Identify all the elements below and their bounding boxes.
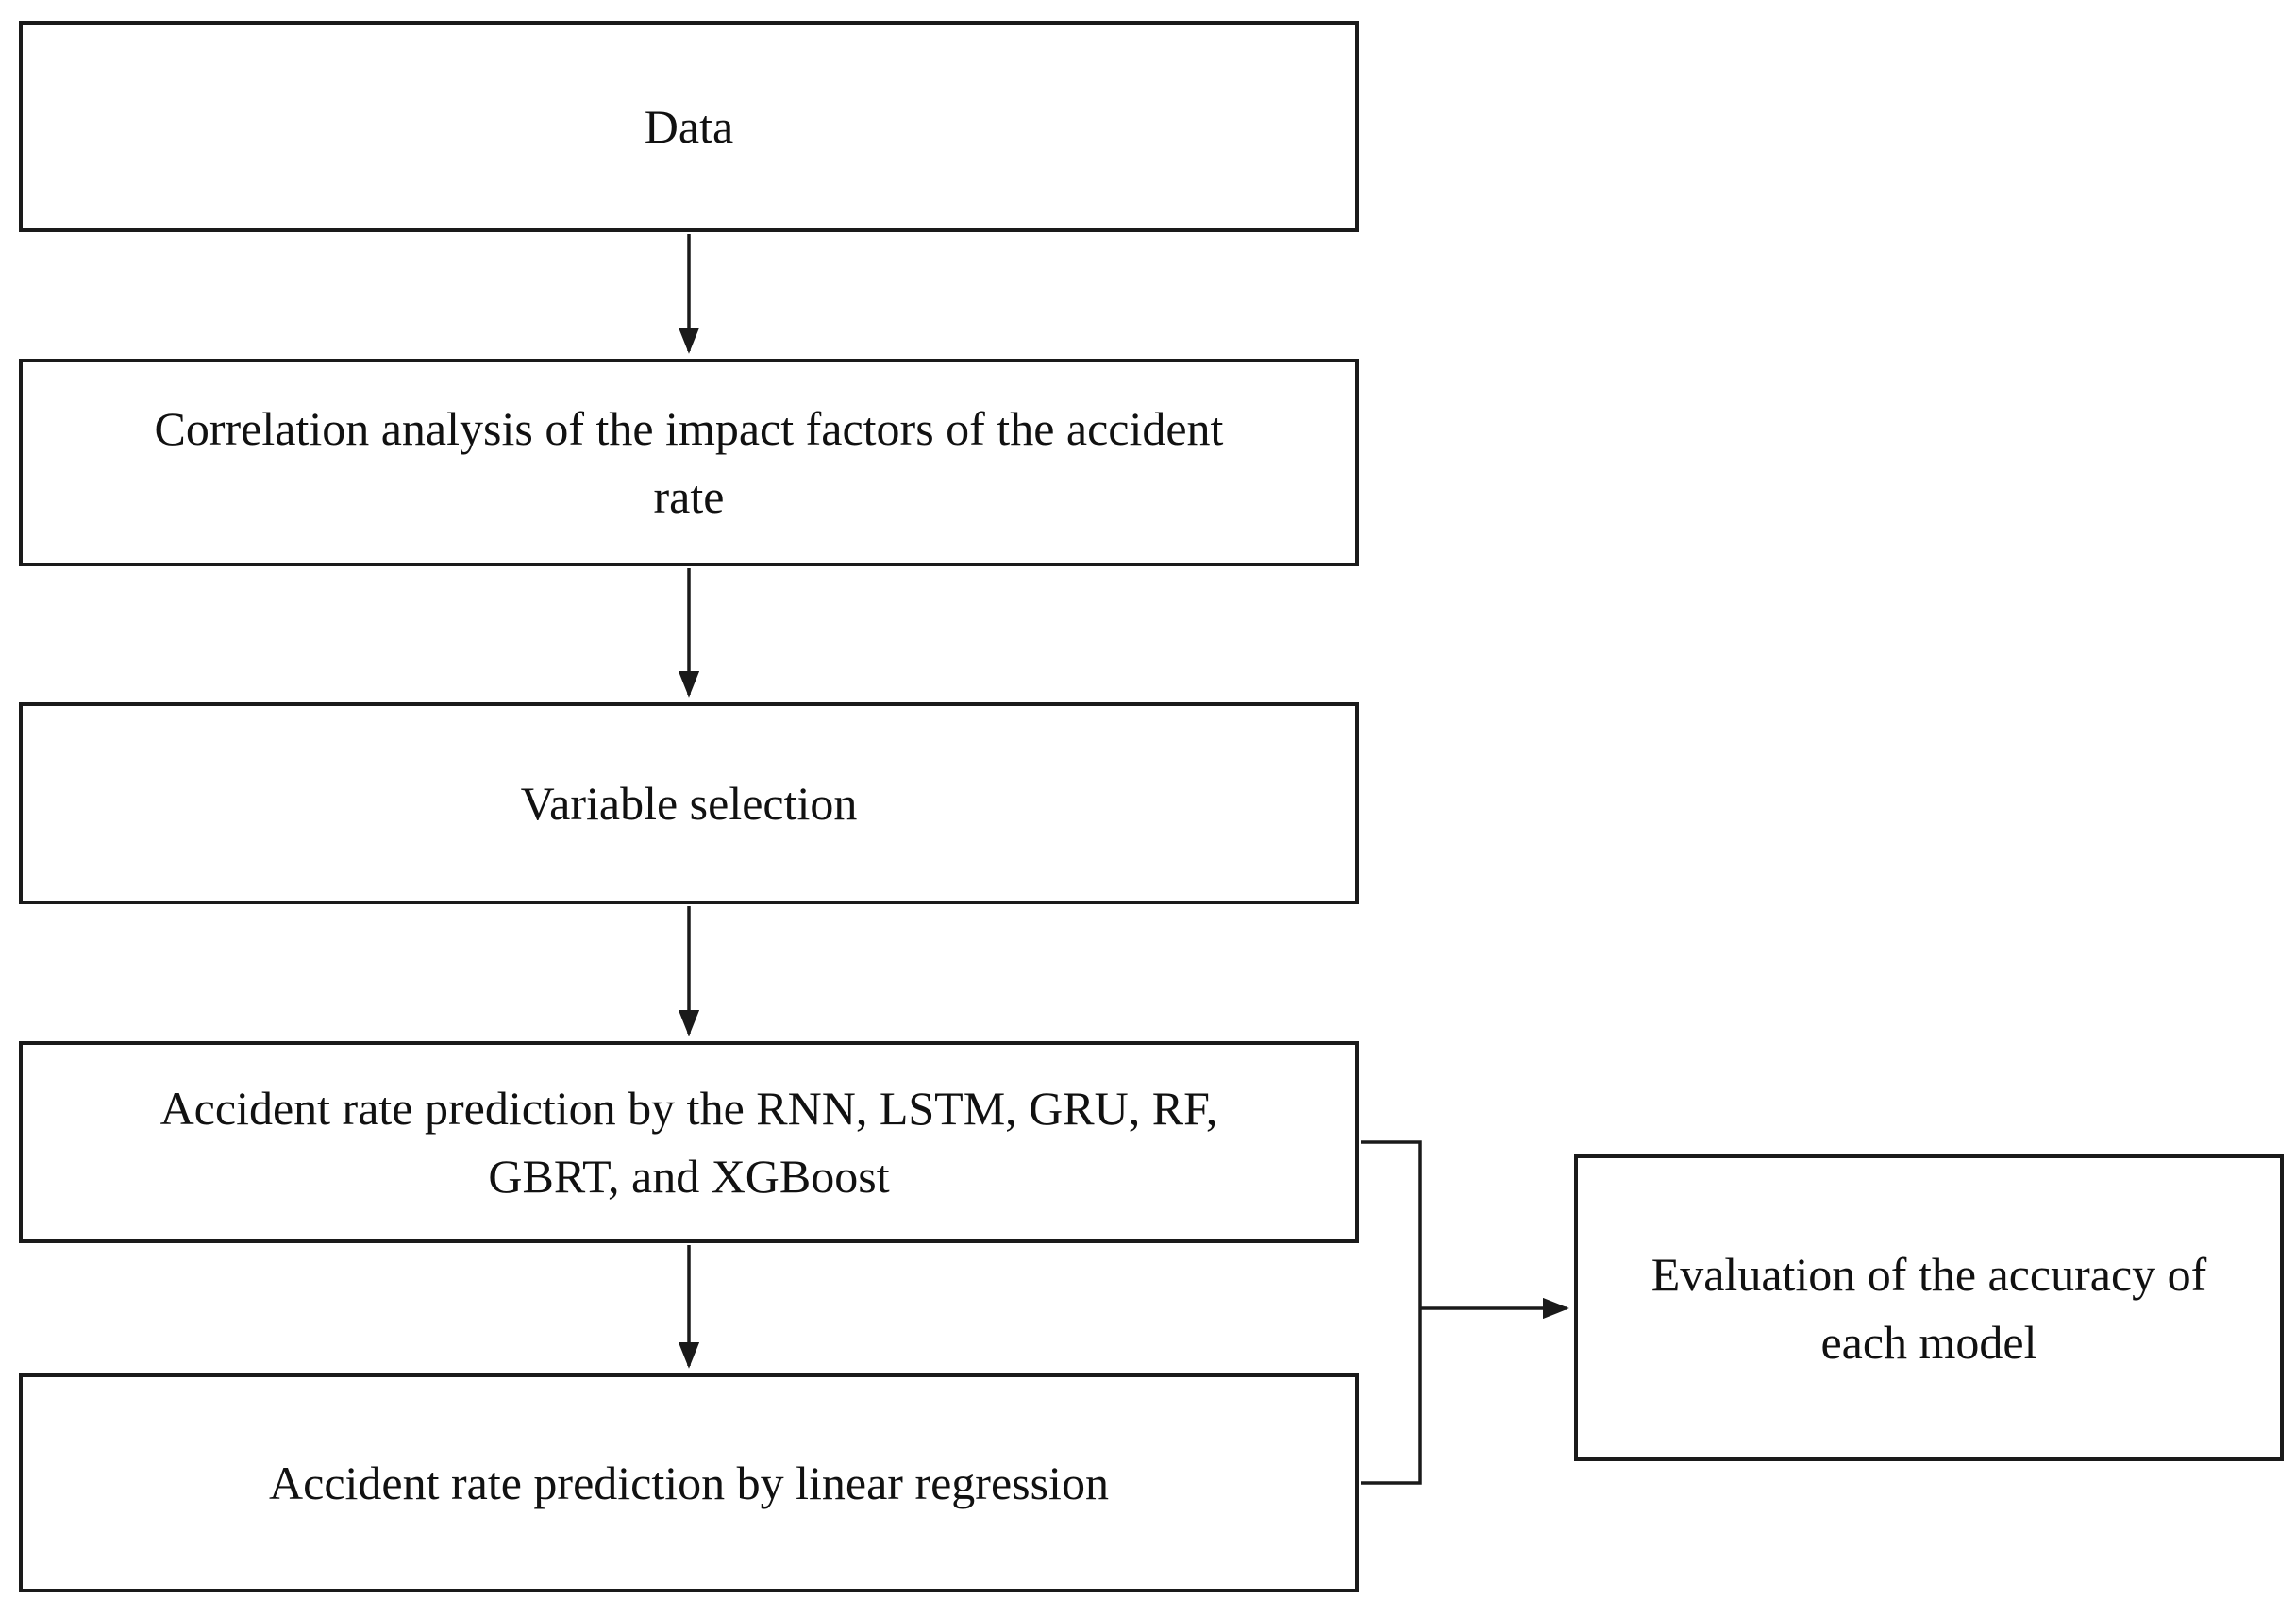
node-data: Data bbox=[19, 21, 1359, 232]
node-correlation-analysis-label: Correlation analysis of the impact facto… bbox=[154, 402, 1224, 523]
node-ml-prediction-label: Accident rate prediction by the RNN, LST… bbox=[159, 1082, 1218, 1203]
node-linear-regression: Accident rate prediction by linear regre… bbox=[19, 1373, 1359, 1592]
node-linear-regression-label: Accident rate prediction by linear regre… bbox=[269, 1457, 1109, 1509]
node-evaluation: Evaluation of the accuracy of each model bbox=[1574, 1154, 2284, 1461]
node-correlation-analysis: Correlation analysis of the impact facto… bbox=[19, 359, 1359, 566]
node-ml-prediction: Accident rate prediction by the RNN, LST… bbox=[19, 1041, 1359, 1243]
node-variable-selection-label: Variable selection bbox=[520, 777, 858, 830]
node-data-label: Data bbox=[644, 100, 734, 153]
node-evaluation-label: Evaluation of the accuracy of each model bbox=[1651, 1247, 2207, 1369]
bracket-connector bbox=[1361, 1140, 1422, 1485]
node-variable-selection: Variable selection bbox=[19, 702, 1359, 904]
